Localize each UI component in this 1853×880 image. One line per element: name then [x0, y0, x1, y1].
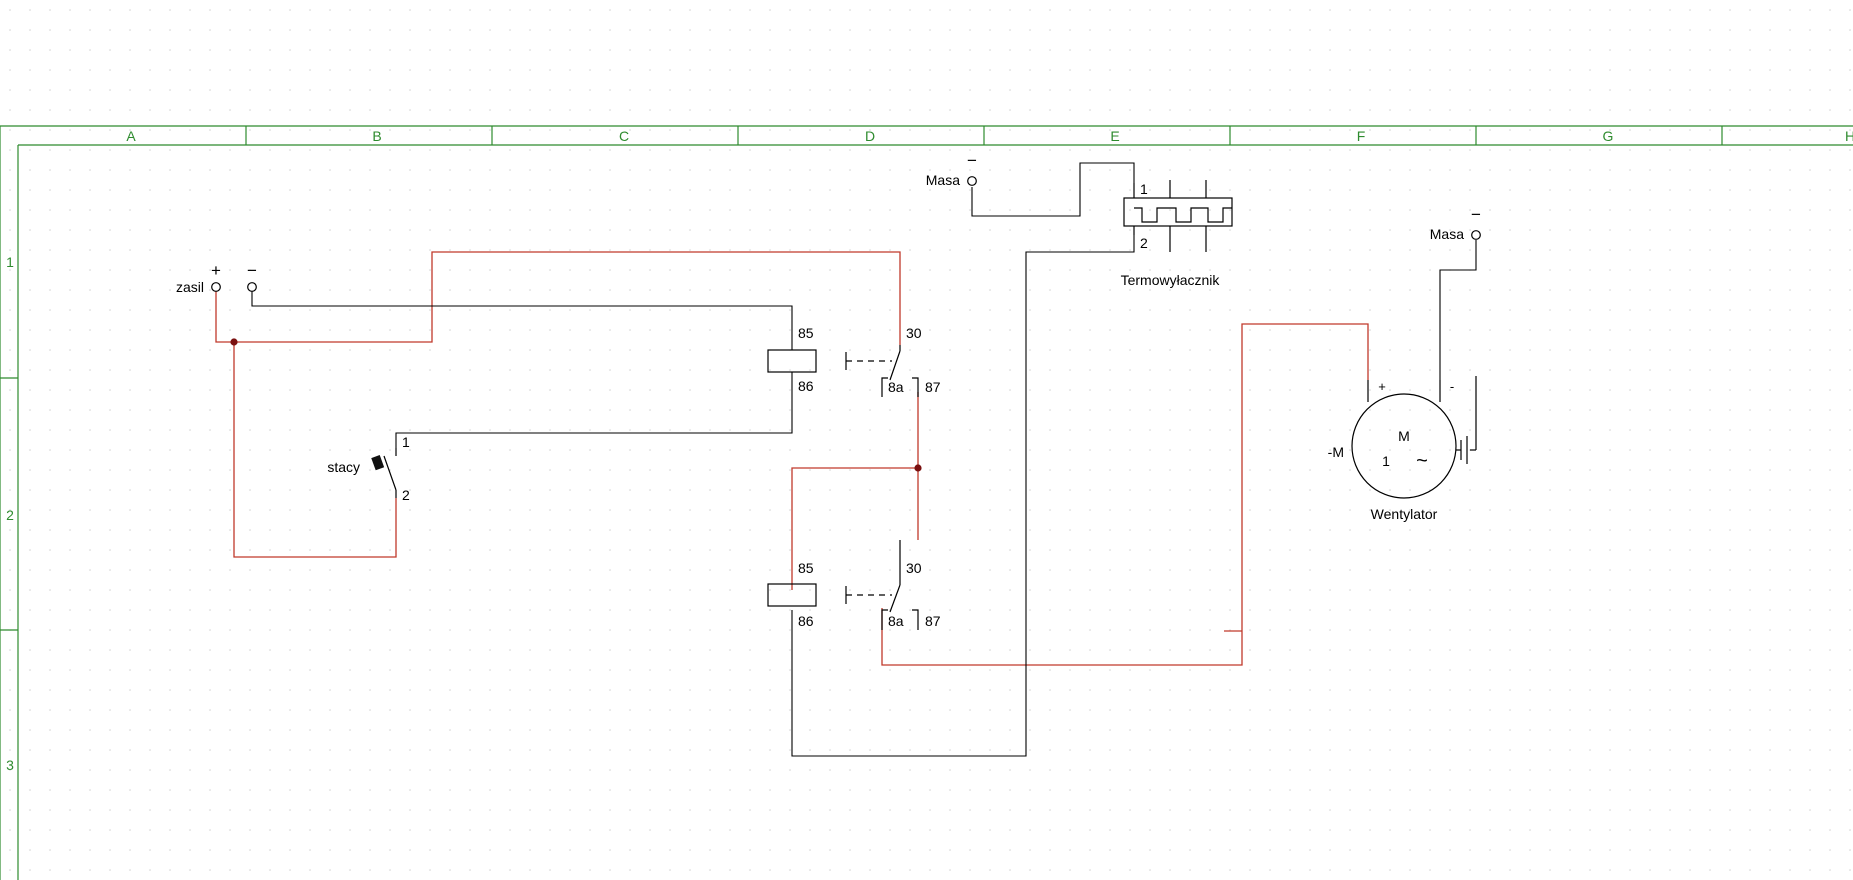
- row-labels: 1 2 3: [6, 254, 14, 773]
- column-labels: A B C D E F G H: [126, 128, 1853, 144]
- row-label-3: 3: [6, 757, 14, 773]
- junction-dot: [914, 464, 922, 472]
- switch-label: stacy: [327, 459, 360, 475]
- supply-minus-sign: −: [247, 261, 257, 280]
- motor-phase: 1: [1382, 453, 1390, 469]
- ground-top-terminal: [967, 176, 977, 186]
- switch-actuator: [371, 454, 385, 471]
- motor-tag: -M: [1328, 444, 1344, 460]
- column-label-c: C: [619, 128, 629, 144]
- relay-1[interactable]: 85 86 30 8a 87: [767, 325, 941, 397]
- relay-2[interactable]: 85 86 30 8a 87: [767, 540, 941, 630]
- row-label-1: 1: [6, 254, 14, 270]
- column-label-h: H: [1845, 128, 1853, 144]
- motor-minus-sign: -: [1450, 379, 1454, 394]
- switch-stacy[interactable]: stacy 1 2: [327, 434, 410, 503]
- motor-label: Wentylator: [1371, 506, 1438, 522]
- thermal-pin-2: 2: [1140, 235, 1148, 251]
- column-label-g: G: [1603, 128, 1614, 144]
- thermal-label: Termowyłacznik: [1121, 272, 1221, 288]
- relay-1-pin-30: 30: [906, 325, 922, 341]
- supply-label: zasil: [176, 279, 204, 295]
- column-label-b: B: [372, 128, 381, 144]
- ground-motor-terminal: [1471, 230, 1481, 240]
- relay-1-pin-87: 87: [925, 379, 941, 395]
- column-label-d: D: [865, 128, 875, 144]
- ground-top-sign: −: [967, 151, 977, 170]
- switch-pin-1: 1: [402, 434, 410, 450]
- junction-dot: [230, 338, 238, 346]
- motor-ac-symbol: ~: [1416, 450, 1428, 472]
- switch-pin-2: 2: [402, 487, 410, 503]
- motor-letter: M: [1398, 428, 1410, 444]
- drawing-frame: [0, 125, 1853, 880]
- supply-minus-terminal: [247, 282, 257, 292]
- red-wires[interactable]: [215, 251, 1369, 666]
- ground-motor-sign: −: [1471, 205, 1481, 224]
- relay-1-coil: [767, 349, 817, 373]
- motor-wentylator[interactable]: M 1 ~ -M + - Wentylator: [1328, 376, 1477, 522]
- supply-plus-terminal: [211, 282, 221, 292]
- supply-terminals[interactable]: zasil + −: [176, 261, 257, 295]
- motor-circle: [1351, 393, 1457, 499]
- row-label-2: 2: [6, 507, 14, 523]
- relay-1-pin-85: 85: [798, 325, 814, 341]
- supply-plus-sign: +: [211, 261, 221, 280]
- relay-2-coil: [767, 583, 817, 607]
- black-wires[interactable]: [251, 162, 1477, 757]
- relay-1-pin-8a: 8a: [888, 379, 904, 395]
- relay-1-pin-86: 86: [798, 378, 814, 394]
- ground-terminal-motor[interactable]: Masa −: [1430, 205, 1481, 242]
- relay-2-pin-86: 86: [798, 613, 814, 629]
- relay-2-pin-8a: 8a: [888, 613, 904, 629]
- thermal-pin-1: 1: [1140, 181, 1148, 197]
- column-label-a: A: [126, 128, 136, 144]
- ground-terminal-top[interactable]: Masa −: [926, 151, 977, 188]
- column-label-f: F: [1357, 128, 1366, 144]
- thermal-body: [1123, 197, 1233, 227]
- ground-motor-label: Masa: [1430, 226, 1464, 242]
- relay-2-pin-30: 30: [906, 560, 922, 576]
- relay-2-pin-87: 87: [925, 613, 941, 629]
- thermal-switch[interactable]: 1 2 Termowyłacznik: [1121, 180, 1233, 288]
- column-label-e: E: [1110, 128, 1119, 144]
- ground-top-label: Masa: [926, 172, 960, 188]
- motor-plus-sign: +: [1378, 379, 1386, 394]
- relay-2-pin-85: 85: [798, 560, 814, 576]
